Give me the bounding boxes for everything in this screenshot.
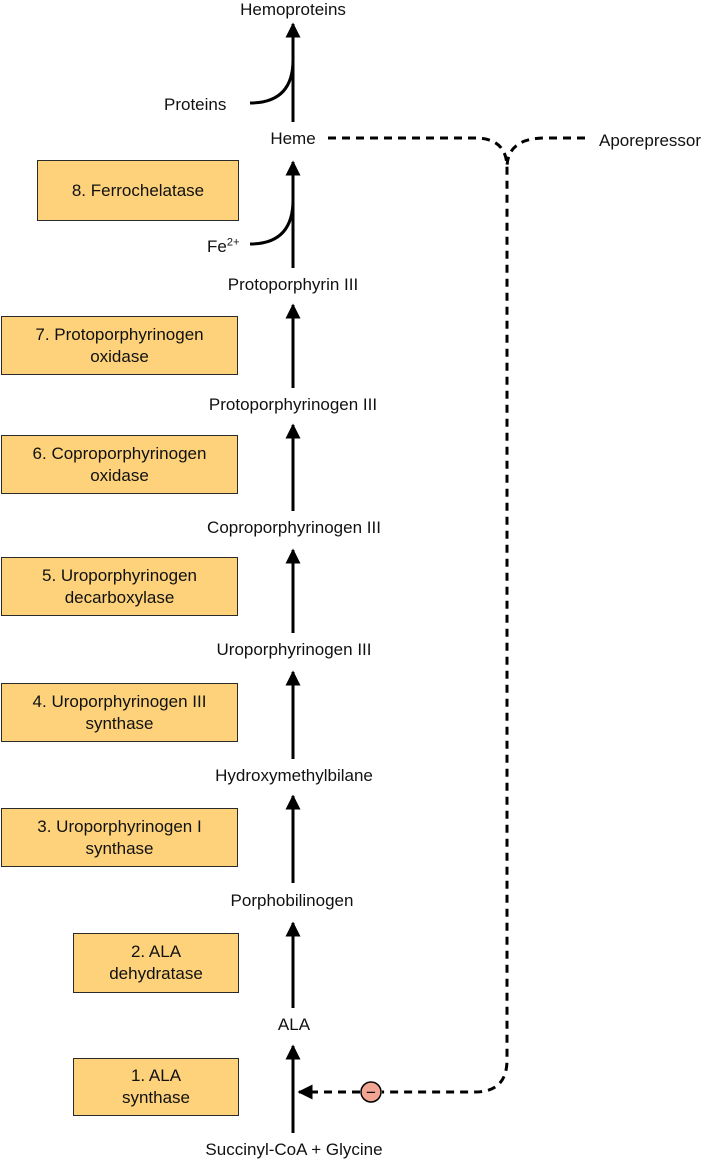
label-fe-charge: 2+ [226, 236, 240, 249]
label-ala: ALA [277, 1015, 311, 1034]
enzyme-label-line2: synthase [121, 1088, 191, 1107]
heme-feedback-dashed-line [328, 136, 509, 1094]
label-hydroxymethylbilane: Hydroxymethylbilane [215, 766, 373, 785]
label-hemoproteins: Hemoproteins [240, 0, 346, 19]
label-protoporphyrinogen-iii: Protoporphyrinogen III [208, 395, 378, 414]
enzyme-label: 3. Uroporphyrinogen I [37, 816, 202, 836]
aporepressor-dashed-line [505, 136, 585, 169]
label-protoporphyrin-iii: Protoporphyrin III [227, 275, 359, 294]
enzyme-label: 1. ALA [130, 1066, 182, 1085]
enzyme-box-protoporphyrinogen-oxidase: 7. Protoporphyrinogen oxidase [1, 316, 238, 375]
enzyme-box-uroporphyrinogen-i-synthase: 3. Uroporphyrinogen I synthase [1, 808, 238, 867]
inhibition-minus-sign: − [366, 1083, 376, 1102]
enzyme-label-line2: oxidase [90, 346, 149, 366]
label-succinyl-coa-glycine: Succinyl-CoA + Glycine [205, 1140, 383, 1159]
enzyme-label-line2: synthase [85, 838, 154, 858]
enzyme-box-uroporphyrinogen-decarboxylase: 5. Uroporphyrinogen decarboxylase [1, 557, 238, 616]
enzyme-box-coproporphyrinogen-oxidase: 6. Coproporphyrinogen oxidase [1, 435, 238, 494]
enzyme-label: 7. Protoporphyrinogen [35, 324, 204, 344]
enzyme-label-line2: oxidase [90, 465, 149, 485]
enzyme-label: 2. ALA [130, 942, 182, 961]
label-proteins: Proteins [164, 95, 227, 114]
label-fe2plus: Fe2+ [207, 237, 239, 257]
enzyme-label: 6. Coproporphyrinogen [32, 443, 207, 463]
inhibition-circle [360, 1081, 382, 1103]
label-fe-base: Fe [207, 237, 227, 256]
fe-input-curve [249, 199, 295, 246]
enzyme-box-uroporphyrinogen-iii-synthase: 4. Uroporphyrinogen III synthase [1, 683, 238, 742]
label-aporepressor: Aporepressor [599, 131, 702, 150]
enzyme-label-line2: decarboxylase [64, 587, 175, 607]
enzyme-label-line2: synthase [85, 713, 154, 733]
label-heme: Heme [270, 129, 316, 148]
proteins-input-curve [249, 59, 295, 105]
enzyme-label: 8. Ferrochelatase [71, 180, 205, 200]
label-coproporphyrinogen-iii: Coproporphyrinogen III [207, 518, 381, 537]
enzyme-label: 4. Uroporphyrinogen III [32, 691, 207, 711]
enzyme-label-line2: dehydratase [109, 964, 203, 983]
enzyme-box-ferrochelatase: 8. Ferrochelatase [37, 160, 239, 221]
enzyme-box-ala-synthase: 1. ALA synthase [73, 1058, 239, 1116]
enzyme-box-ala-dehydratase: 2. ALA dehydratase [73, 933, 239, 993]
enzyme-label: 5. Uroporphyrinogen [42, 565, 197, 585]
label-porphobilinogen: Porphobilinogen [230, 891, 354, 910]
label-uroporphyrinogen-iii: Uroporphyrinogen III [216, 640, 372, 659]
